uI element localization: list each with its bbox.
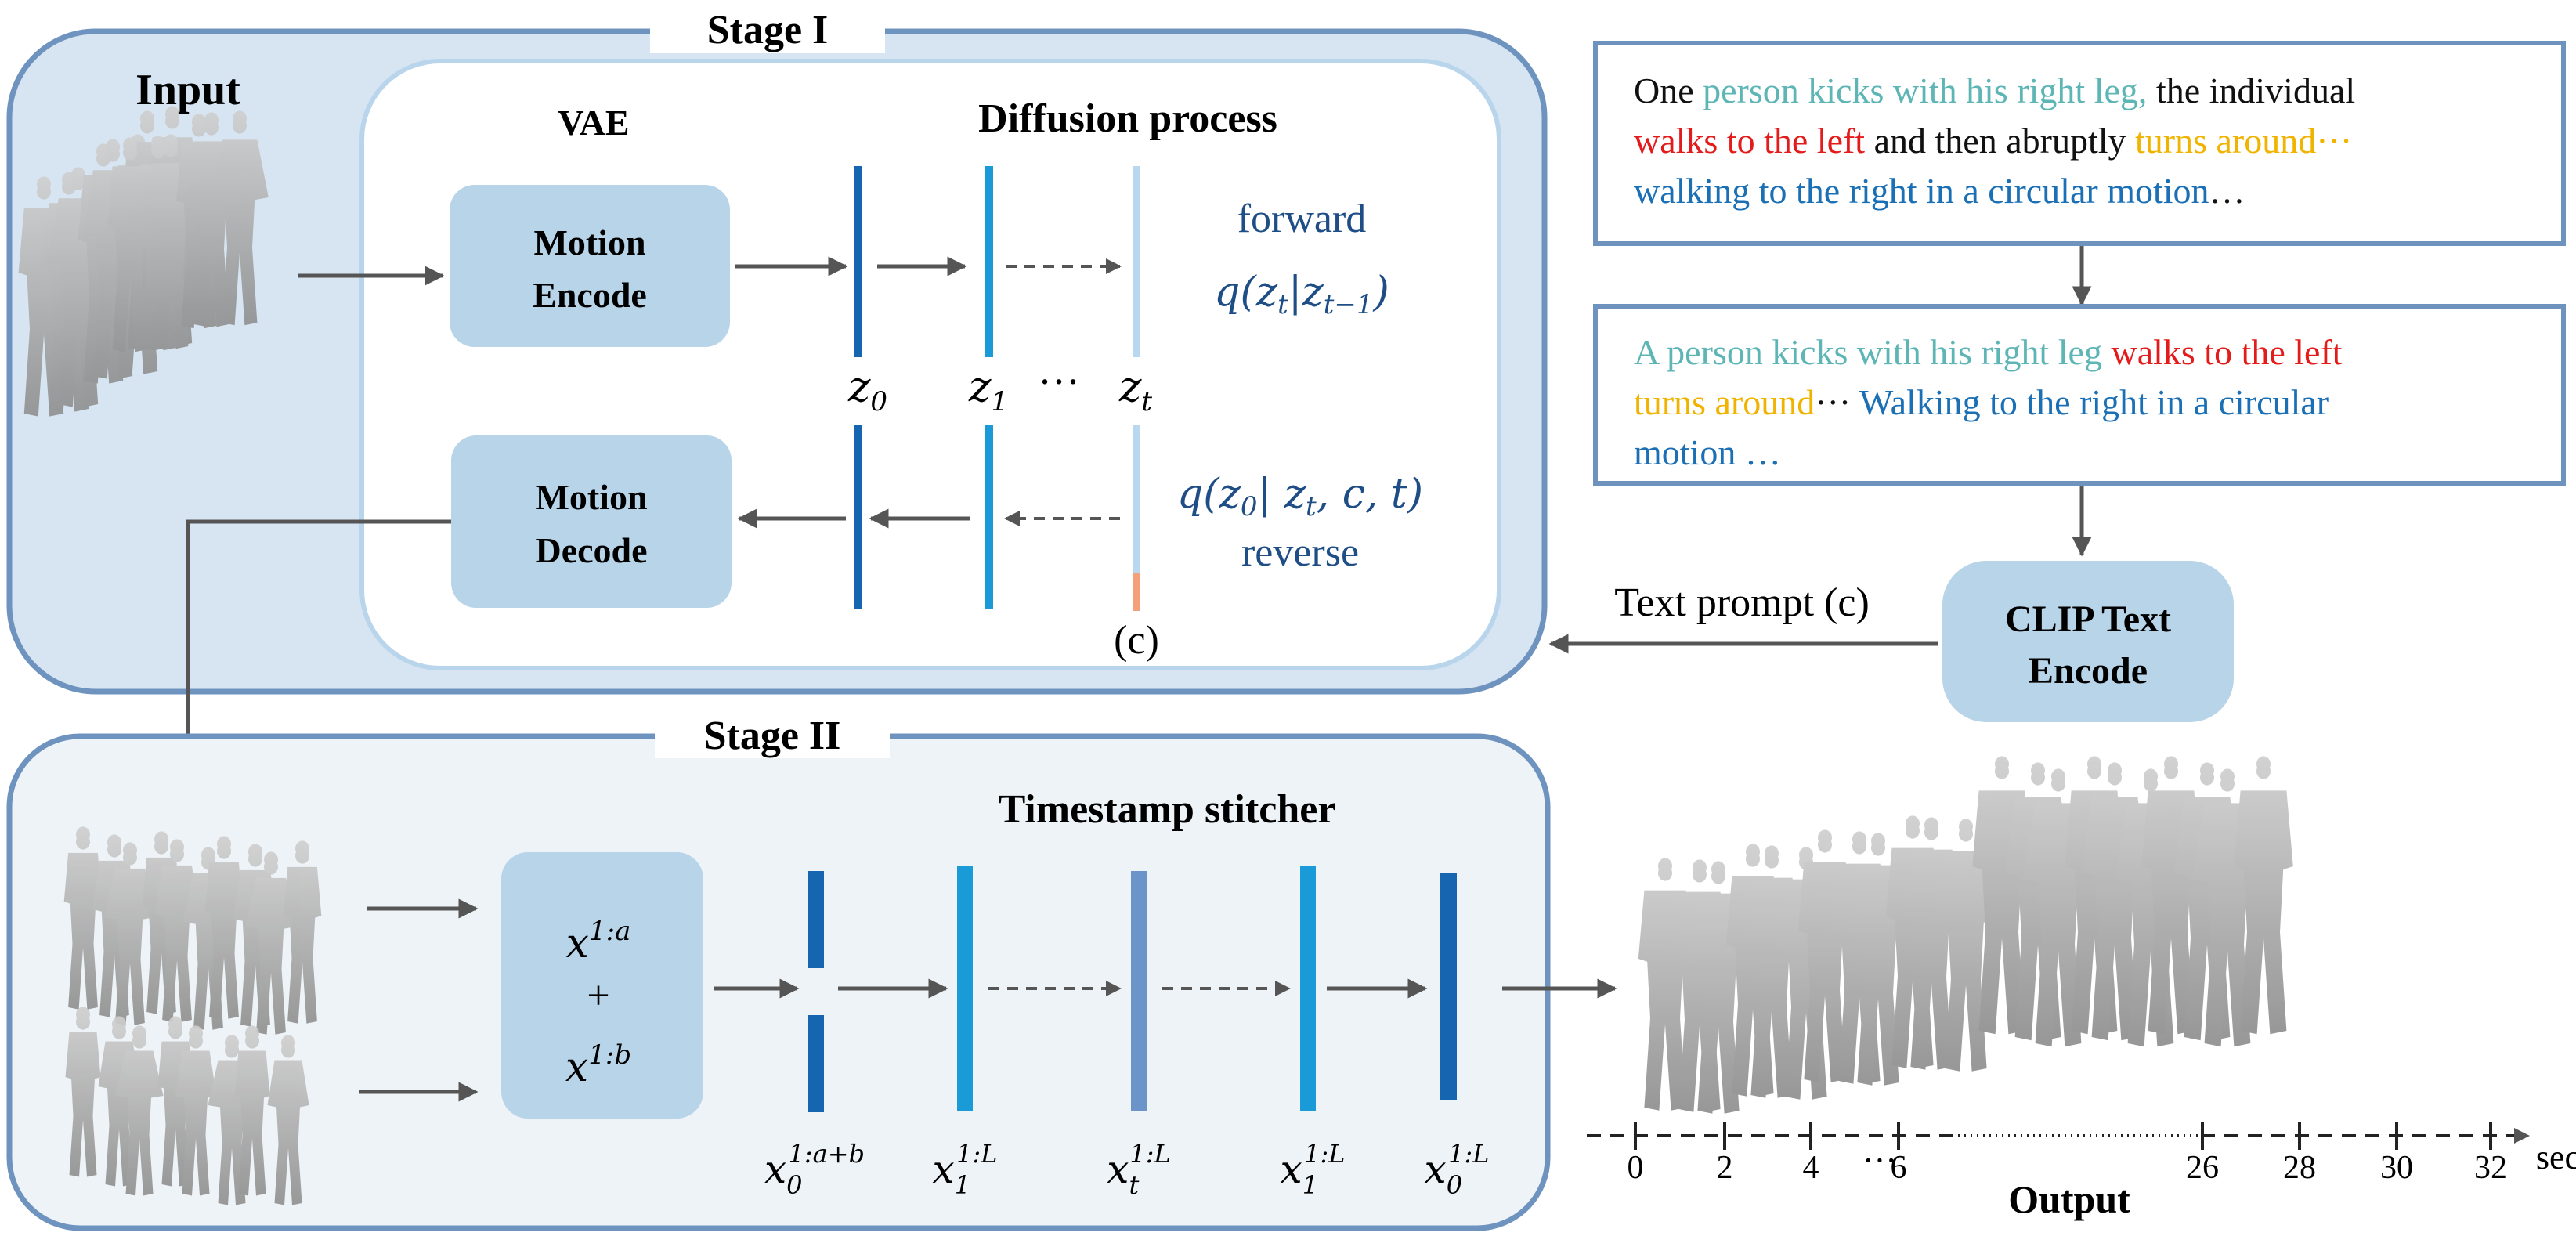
input-motion-figures: [18, 106, 269, 417]
latent-bar-z1-forward: [985, 166, 993, 357]
reverse-equation: q(z0| zt, c, t): [1177, 471, 1423, 522]
reverse-label: reverse: [1241, 530, 1359, 575]
stitch-bar-x0ab-bottom: [808, 1015, 824, 1112]
stage1-title-bg: [650, 9, 885, 53]
motion-encode-box: [450, 185, 730, 347]
stitch-bar-xt: [1131, 871, 1147, 1111]
stitch-bar-x0ab-top: [808, 871, 824, 968]
clip-line2: Encode: [2029, 650, 2148, 692]
human-figure: [65, 1007, 101, 1177]
prompt-segment: ···: [1815, 382, 1859, 422]
stage2-title: Stage II: [704, 714, 841, 758]
combine-box: [501, 852, 703, 1119]
prompt-segment: turns around···: [2135, 121, 2353, 161]
human-figure: [154, 839, 200, 1022]
human-figure: [63, 826, 103, 1010]
stage2-title-bg: [655, 714, 890, 758]
human-figure: [175, 1025, 217, 1196]
human-figure: [2234, 756, 2293, 1035]
latent-bar-zt-reverse: [1133, 425, 1140, 573]
motion-decode-line2: Decode: [535, 530, 647, 570]
prompt-line: A person kicks with his right leg walks …: [1634, 327, 2525, 378]
timeline-ellipsis: ···: [1862, 1141, 1897, 1180]
input-label: Input: [135, 66, 240, 114]
prompt-segment: A person kicks with his right leg: [1634, 332, 2112, 372]
timeline-tick-label: 0: [1628, 1150, 1644, 1186]
timeline-tick-label: 30: [2380, 1150, 2413, 1186]
human-figure: [104, 842, 156, 1025]
human-figure: [204, 836, 244, 1019]
prompt-line: One person kicks with his right leg, the…: [1634, 66, 2525, 116]
motion-decode-box: [451, 435, 732, 608]
condition-marker-bar: [1133, 573, 1140, 611]
human-figure: [267, 1035, 309, 1205]
text-prompt-label: Text prompt (c): [1614, 580, 1870, 625]
output-label: Output: [2008, 1177, 2130, 1221]
timeline: 0 2 4 6 26 28 30 32 sec ··· Output: [1587, 1122, 2576, 1221]
clip-line1: CLIP Text: [2005, 598, 2171, 640]
timeline-tick-label: 28: [2283, 1150, 2316, 1186]
output-motion-figures: [1638, 756, 2293, 1114]
latent-bar-z1-reverse: [985, 425, 993, 609]
timeline-tick-label: 2: [1717, 1150, 1733, 1186]
prompt-line: walks to the left and then abruptly turn…: [1634, 116, 2525, 166]
diffusion-label: Diffusion process: [978, 96, 1277, 141]
timeline-tick-label: 32: [2474, 1150, 2507, 1186]
stitcher-label: Timestamp stitcher: [999, 787, 1336, 832]
vae-label: VAE: [558, 103, 629, 143]
condition-marker-label: (c): [1114, 618, 1159, 663]
latent-bar-z0-forward: [854, 166, 862, 357]
prompt-line: walking to the right in a circular motio…: [1634, 166, 2525, 216]
human-figure: [234, 1025, 270, 1196]
timeline-tick-label: 4: [1803, 1150, 1819, 1186]
motion-decode-line1: Motion: [535, 477, 647, 517]
clip-text-encode-box: [1942, 561, 2234, 722]
timeline-tick-label: 6: [1891, 1150, 1907, 1186]
latent-dots: ···: [1038, 358, 1080, 405]
combine-plus: +: [587, 974, 609, 1018]
timeline-tick-label: 26: [2186, 1150, 2219, 1186]
prompt-segment: walks to the left: [2111, 332, 2343, 372]
stage2-input-figures-bottom: [65, 1007, 309, 1205]
stitch-bar-x1-b: [1300, 866, 1316, 1111]
stage2-input-figures-top: [63, 826, 322, 1035]
prompt-segment: and then abruptly: [1865, 121, 2136, 161]
human-figure: [245, 851, 297, 1035]
motion-encode-line2: Encode: [533, 275, 647, 315]
forward-equation: q(zt|zt−1): [1214, 269, 1389, 320]
motion-encode-line1: Motion: [533, 222, 645, 262]
prompt-line: turns around··· Walking to the right in …: [1634, 378, 2525, 428]
stitch-bar-x0L: [1440, 873, 1457, 1100]
latent-bar-z0-reverse: [854, 425, 862, 609]
human-figure: [115, 1025, 164, 1196]
prompt-segment: One: [1634, 70, 1703, 110]
prompt-segment: person kicks with his right leg,: [1703, 70, 2148, 110]
arrow-decode-to-stage2: [178, 519, 451, 809]
human-figure: [211, 110, 269, 326]
prompt-segment: turns around: [1634, 382, 1815, 422]
prompt-segment: Walking to the right in a circular: [1859, 382, 2329, 422]
prompt-line: motion …: [1634, 428, 2525, 478]
prompt-segment: walking to the right in a circular motio…: [1634, 171, 2209, 211]
forward-label: forward: [1237, 197, 1367, 241]
prompt-segment: motion …: [1634, 432, 1781, 472]
latent-bar-zt-forward: [1133, 166, 1140, 357]
stage1-title: Stage I: [707, 8, 829, 52]
prompt-segment: …: [2209, 171, 2245, 211]
human-figure: [283, 840, 322, 1024]
stitch-bar-x1-a: [957, 866, 973, 1111]
timeline-unit: sec: [2536, 1138, 2576, 1176]
prompt-box-refined: A person kicks with his right leg walks …: [1593, 304, 2566, 486]
prompt-segment: walks to the left: [1634, 121, 1866, 161]
prompt-segment: the individual: [2147, 70, 2356, 110]
prompt-box-original: One person kicks with his right leg, the…: [1593, 41, 2566, 246]
